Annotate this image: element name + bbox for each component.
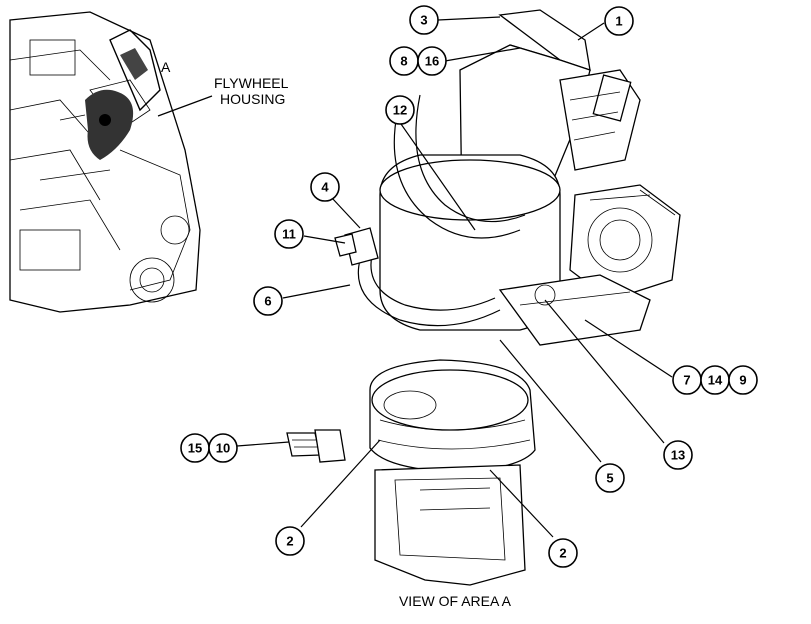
flywheel-housing-label-line2: HOUSING <box>220 91 285 107</box>
flywheel-housing-label-line1: FLYWHEEL <box>214 75 289 91</box>
callout-7-text: 7 <box>683 373 690 388</box>
callout-2-left: 2 <box>275 526 305 556</box>
callout-7: 7 <box>672 365 702 395</box>
callout-14: 14 <box>700 365 730 395</box>
callout-16: 16 <box>417 46 447 76</box>
callout-5-text: 5 <box>606 471 613 486</box>
callout-13: 13 <box>663 440 693 470</box>
engine-inset: A FLYWHEEL HOUSING <box>8 10 289 313</box>
callout-2-right: 2 <box>548 538 578 568</box>
callout-6: 6 <box>253 286 283 316</box>
callout-9-text: 9 <box>739 373 746 388</box>
view-caption: VIEW OF AREA A <box>399 593 512 609</box>
callout-2-right-text: 2 <box>559 546 566 561</box>
callout-6-text: 6 <box>264 294 271 309</box>
callout-14-text: 14 <box>708 373 723 388</box>
callout-13-text: 13 <box>671 448 685 463</box>
starter-assembly <box>286 9 681 586</box>
callout-16-text: 16 <box>425 54 439 69</box>
callout-12-text: 12 <box>393 103 407 118</box>
callout-8-text: 8 <box>400 54 407 69</box>
callout-4: 4 <box>310 172 340 202</box>
callout-12: 12 <box>385 95 415 125</box>
callout-10: 10 <box>208 433 238 463</box>
callout-8: 8 <box>389 46 419 76</box>
callout-15-text: 15 <box>188 441 202 456</box>
callout-9: 9 <box>728 365 758 395</box>
callout-5: 5 <box>595 463 625 493</box>
callout-3: 3 <box>409 5 439 35</box>
callout-1: 1 <box>604 6 634 36</box>
callout-11-text: 11 <box>282 227 296 242</box>
callout-4-text: 4 <box>321 180 329 195</box>
leader-lines <box>236 16 673 538</box>
area-a-letter: A <box>161 59 171 75</box>
callout-15: 15 <box>180 433 210 463</box>
callout-1-text: 1 <box>615 14 622 29</box>
callout-11: 11 <box>274 219 304 249</box>
callout-3-text: 3 <box>420 13 427 28</box>
callout-2-left-text: 2 <box>286 534 293 549</box>
callout-10-text: 10 <box>216 441 230 456</box>
